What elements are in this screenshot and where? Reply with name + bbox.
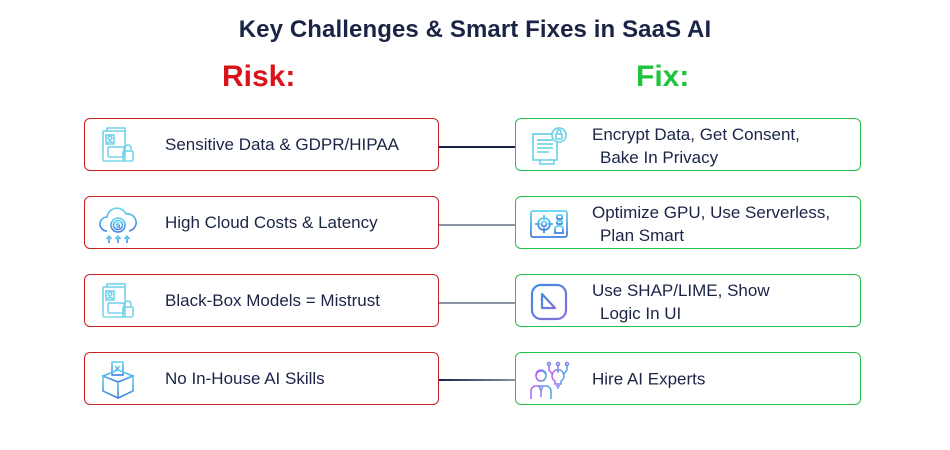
fix-label-line2: Logic In UI <box>600 304 682 323</box>
document-lock-icon <box>97 125 139 167</box>
connector-line <box>439 302 515 304</box>
risk-label: High Cloud Costs & Latency <box>165 212 378 232</box>
risk-card-ai-skills: No In-House AI Skills <box>84 352 439 405</box>
secure-document-icon <box>528 125 570 167</box>
fix-label: Optimize GPU, Use Serverless, Plan Smart <box>592 201 830 247</box>
fix-card-hire-experts: Hire AI Experts <box>515 352 861 405</box>
fix-heading: Fix: <box>636 60 690 93</box>
fix-label-line2: Bake In Privacy <box>600 148 719 167</box>
risk-label: No In-House AI Skills <box>165 368 325 388</box>
fix-card-shap-lime: Use SHAP/LIME, Show Logic In UI <box>515 274 861 327</box>
fix-label: Use SHAP/LIME, Show Logic In UI <box>592 279 770 325</box>
ai-expert-icon <box>528 359 570 401</box>
fix-label-line1: Optimize GPU, Use Serverless, <box>592 203 831 222</box>
risk-card-cloud-costs: High Cloud Costs & Latency <box>84 196 439 249</box>
connector-line <box>439 146 515 148</box>
risk-heading: Risk: <box>222 60 296 93</box>
document-lock-icon <box>97 281 139 323</box>
explain-logic-icon <box>528 281 570 323</box>
fix-label-line1: Encrypt Data, Get Consent, <box>592 125 800 144</box>
risk-label: Black-Box Models = Mistrust <box>165 290 380 310</box>
fix-label: Encrypt Data, Get Consent, Bake In Priva… <box>592 123 800 169</box>
risk-card-black-box: Black-Box Models = Mistrust <box>84 274 439 327</box>
empty-box-icon <box>97 359 139 401</box>
fix-card-encrypt-data: Encrypt Data, Get Consent, Bake In Priva… <box>515 118 861 171</box>
gpu-target-icon <box>528 203 570 245</box>
fix-label-line2: Plan Smart <box>600 226 685 245</box>
cloud-cost-icon <box>97 203 139 245</box>
fix-label-line1: Use SHAP/LIME, Show <box>592 281 770 300</box>
risk-card-sensitive-data: Sensitive Data & GDPR/HIPAA <box>84 118 439 171</box>
connector-line <box>439 224 515 226</box>
fix-label: Hire AI Experts <box>592 369 706 388</box>
page-title: Key Challenges & Smart Fixes in SaaS AI <box>238 16 712 43</box>
connector-line <box>439 379 515 381</box>
fix-card-optimize-gpu: Optimize GPU, Use Serverless, Plan Smart <box>515 196 861 249</box>
risk-label: Sensitive Data & GDPR/HIPAA <box>165 134 399 154</box>
